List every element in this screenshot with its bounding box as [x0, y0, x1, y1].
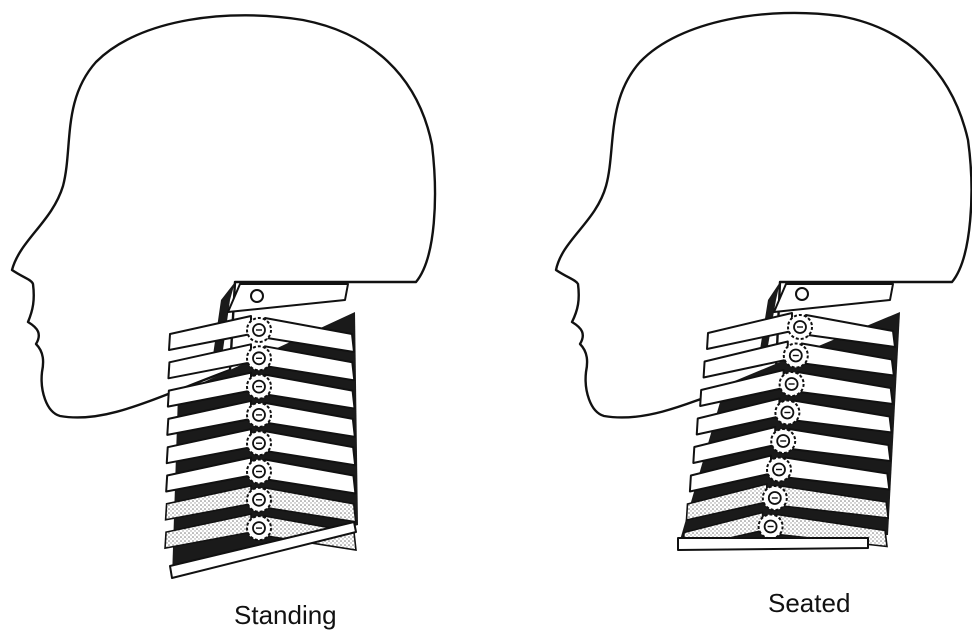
seated-neck-bracket — [774, 284, 893, 312]
seated-label: Seated — [768, 588, 850, 619]
seated-base-plate — [678, 538, 868, 550]
standing-neck-bracket — [228, 284, 348, 312]
standing-label: Standing — [234, 600, 337, 631]
